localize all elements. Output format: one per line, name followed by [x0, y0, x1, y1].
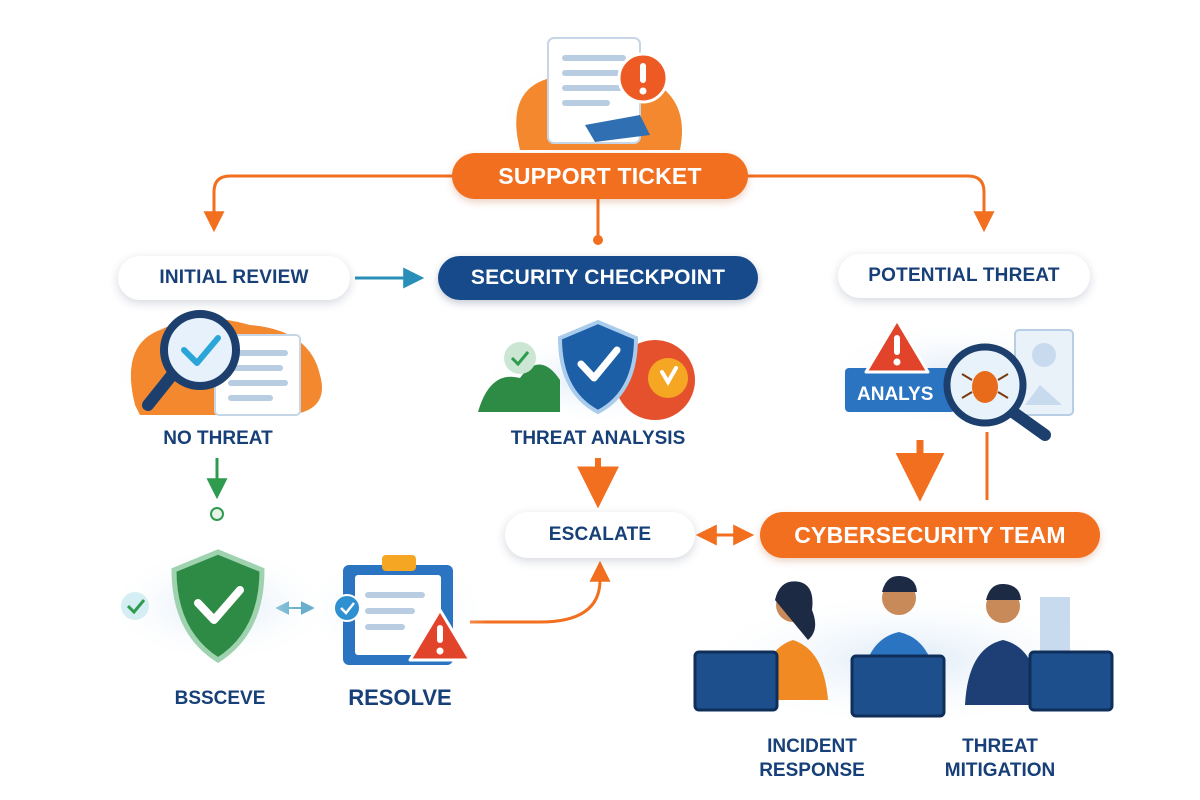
- node-security-checkpoint: SECURITY CHECKPOINT: [438, 256, 758, 300]
- ticket-illustration: [493, 37, 703, 165]
- label-resolve: RESOLVE: [348, 685, 452, 710]
- magnifier-illustration: [103, 310, 333, 425]
- node-potential-threat: POTENTIAL THREAT: [838, 254, 1090, 298]
- node-support-ticket: SUPPORT TICKET: [452, 153, 748, 199]
- label-mitigation-line2: MITIGATION: [944, 760, 1056, 781]
- label-mitigation-line1: THREAT: [962, 736, 1038, 757]
- node-initial-review: INITIAL REVIEW: [118, 256, 350, 300]
- label-bsscEVE: BSSCEVE: [174, 688, 266, 709]
- label-incident-line2: RESPONSE: [759, 760, 865, 781]
- label-incident-response: INCIDENT RESPONSE: [742, 735, 882, 783]
- connector-ticket-left: [203, 174, 455, 233]
- ticket-document-icon: [547, 37, 650, 144]
- connector-resolve-escalate: [470, 560, 611, 624]
- threat-illustration: ANALYS: [820, 318, 1100, 441]
- node-escalate: ESCALATE: [505, 512, 695, 558]
- label-incident-line1: INCIDENT: [767, 736, 857, 757]
- magnifier-check-icon: [142, 310, 240, 411]
- label-threat-mitigation: THREAT MITIGATION: [930, 735, 1070, 783]
- connector-ticket-right: [745, 174, 995, 233]
- bug-magnifier-icon: [943, 343, 1051, 441]
- team-illustration: [690, 575, 1120, 730]
- alert-badge-icon: [617, 52, 669, 104]
- resolved-shield-illustration: [105, 545, 335, 665]
- analysis-illustration: [473, 319, 723, 425]
- label-no-threat: NO THREAT: [163, 428, 273, 449]
- warning-triangle-icon: [408, 608, 472, 662]
- label-threat-analysis: THREAT ANALYSIS: [510, 428, 686, 449]
- connectors: [203, 174, 995, 624]
- analysis-screen-text: ANALYS: [857, 384, 933, 405]
- node-cybersecurity-team: CYBERSECURITY TEAM: [760, 512, 1100, 558]
- warning-triangle-icon: [864, 318, 930, 374]
- team-workstation-icon: [693, 575, 1114, 718]
- shield-check-icon: [171, 549, 265, 663]
- clipboard-icon: [343, 555, 453, 665]
- clipboard-illustration: [300, 550, 490, 670]
- shield-check-icon: [557, 319, 639, 415]
